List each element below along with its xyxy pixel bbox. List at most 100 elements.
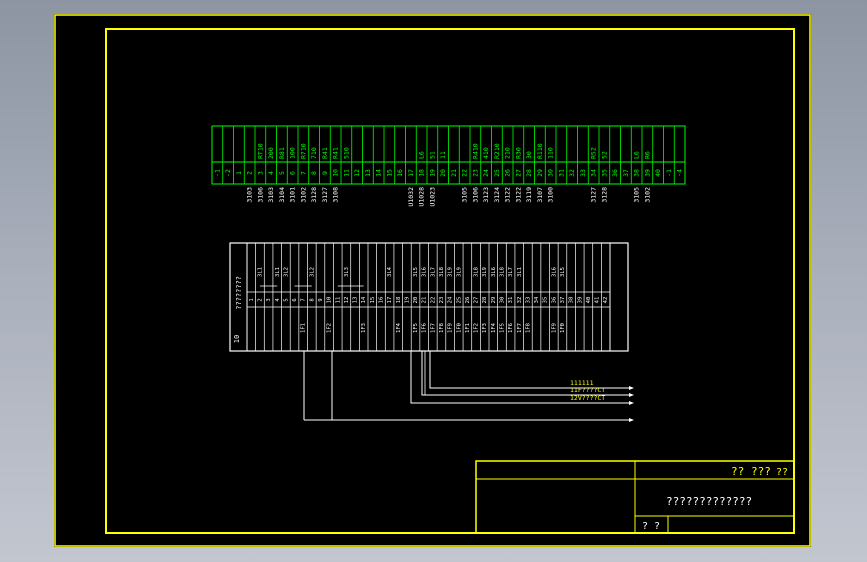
cabinet-bottom-label: 1F6 — [422, 323, 428, 333]
terminal-number: 2 — [246, 171, 254, 175]
cabinet-terminal-number: 32 — [517, 297, 523, 304]
terminal-upper-label: 110 — [547, 147, 555, 159]
terminal-lower-label: 3103 — [267, 187, 275, 203]
cabinet-bottom-label: 1F2 — [474, 323, 480, 333]
terminal-number: 29 — [536, 169, 544, 177]
cabinet-top-label: 3L6 — [422, 267, 428, 277]
terminal-lower-label: 3102 — [643, 187, 651, 203]
cabinet-top-label: 3L6 — [491, 267, 497, 277]
terminal-number: 26 — [504, 169, 512, 177]
terminal-lower-label: 3128 — [600, 187, 608, 203]
terminal-number: 12 — [353, 169, 361, 177]
cabinet-terminal-number: 38 — [569, 297, 575, 304]
terminal-lower-label: U1028 — [418, 187, 426, 207]
cabinet-terminal-number: 15 — [370, 297, 376, 304]
terminal-number: -1 — [213, 169, 221, 177]
terminal-number: 9 — [321, 171, 329, 175]
terminal-number: 34 — [590, 169, 598, 177]
terminal-upper-label: 51 — [428, 151, 436, 159]
cabinet-terminal-number: 11 — [335, 297, 341, 304]
inner-border — [105, 28, 795, 534]
cabinet-terminal-number: 30 — [499, 297, 505, 304]
wire-callout: 12V????CT — [570, 394, 605, 402]
terminal-lower-label: 3123 — [482, 187, 490, 203]
wire-run — [421, 351, 629, 396]
cabinet-terminal-number: 23 — [439, 297, 445, 304]
terminal-number: 38 — [633, 169, 641, 177]
terminal-number: 20 — [439, 169, 447, 177]
cabinet-top-label: 3L2 — [283, 267, 289, 277]
terminal-upper-label: 710 — [310, 147, 318, 159]
terminal-number: 14 — [375, 169, 383, 177]
wire-callout: 11F????CT — [570, 386, 605, 394]
terminal-number: 7 — [299, 171, 307, 175]
terminal-number: 25 — [493, 169, 501, 177]
cabinet-top-label: 3L1 — [517, 267, 523, 277]
terminal-upper-label: R41 — [321, 147, 329, 159]
terminal-upper-label: R710 — [299, 143, 307, 159]
terminal-number: 19 — [428, 169, 436, 177]
terminal-upper-label: 100 — [289, 147, 297, 159]
title-block-bottom-label: ? ? — [642, 521, 660, 532]
cabinet-terminal-number: 41 — [595, 297, 601, 304]
cabinet-terminal-number: 35 — [543, 297, 549, 304]
cabinet-top-label: 3L3 — [344, 267, 350, 277]
cabinet-bottom-label: 1F0 — [560, 323, 566, 333]
terminal-number: 17 — [407, 169, 415, 177]
wire-arrow — [629, 418, 634, 422]
cabinet-terminal-number: 18 — [396, 297, 402, 304]
terminal-number: 13 — [364, 169, 372, 177]
cabinet-bottom-label: 1F6 — [508, 323, 514, 333]
cabinet-terminal-number: 28 — [482, 297, 488, 304]
wire-run — [429, 351, 629, 389]
cabinet-terminal-number: 3 — [266, 298, 272, 301]
terminal-number: 33 — [579, 169, 587, 177]
cabinet-top-label: 3L4 — [387, 266, 393, 277]
cabinet-terminal-number: 19 — [404, 297, 410, 304]
terminal-upper-label: R6 — [643, 151, 651, 159]
terminal-number: 21 — [450, 169, 458, 177]
cabinet-bottom-label: 1F4 — [491, 322, 497, 333]
terminal-number: 1 — [235, 171, 243, 175]
terminal-number: 4 — [267, 171, 275, 175]
terminal-upper-label: R52 — [590, 147, 598, 159]
cabinet-bottom-label: 1F5 — [413, 323, 419, 333]
terminal-upper-label: RT10 — [256, 143, 264, 159]
cabinet-terminal-number: 14 — [361, 296, 367, 303]
terminal-lower-label: 3128 — [310, 187, 318, 203]
terminal-upper-label: R210 — [493, 143, 501, 159]
terminal-lower-label: 3122 — [514, 187, 522, 203]
terminal-upper-label: L6 — [418, 151, 426, 159]
cabinet-top-label: 3L8 — [439, 267, 445, 277]
cabinet-terminal-number: 12 — [344, 297, 350, 304]
terminal-lower-label: 3108 — [332, 187, 340, 203]
cabinet-terminal-number: 21 — [422, 297, 428, 304]
cabinet-bottom-label: 1F8 — [439, 323, 445, 333]
terminal-lower-label: 3101 — [289, 187, 297, 203]
terminal-lower-label: 3105 — [461, 187, 469, 203]
cabinet-bottom-label: 1F9 — [448, 323, 454, 333]
terminal-upper-label: R110 — [536, 143, 544, 159]
terminal-number: 22 — [461, 169, 469, 177]
terminal-lower-label: 3105 — [633, 187, 641, 203]
drawing-title: ????????????? — [666, 495, 752, 508]
cabinet-terminal-number: 34 — [534, 296, 540, 303]
terminal-number: 6 — [289, 171, 297, 175]
terminal-lower-label: 3127 — [590, 187, 598, 203]
cabinet-bottom-label: 1F4 — [396, 322, 402, 333]
cabinet-terminal-number: 40 — [586, 297, 592, 304]
cabinet-terminal-number: 5 — [283, 298, 289, 301]
cabinet-bottom-label: 1F3 — [361, 323, 367, 333]
terminal-number: 18 — [418, 169, 426, 177]
cabinet-top-label: 3L9 — [482, 267, 488, 277]
terminal-lower-label: U1023 — [428, 187, 436, 207]
terminal-number: 31 — [557, 169, 565, 177]
cabinet-bottom-label: 1F7 — [430, 323, 436, 333]
terminal-upper-label: 410 — [482, 147, 490, 159]
cabinet-strip-end-right — [609, 242, 629, 352]
terminal-upper-label: 510 — [342, 147, 350, 159]
terminal-number: 16 — [396, 169, 404, 177]
terminal-lower-label: 3122 — [504, 187, 512, 203]
